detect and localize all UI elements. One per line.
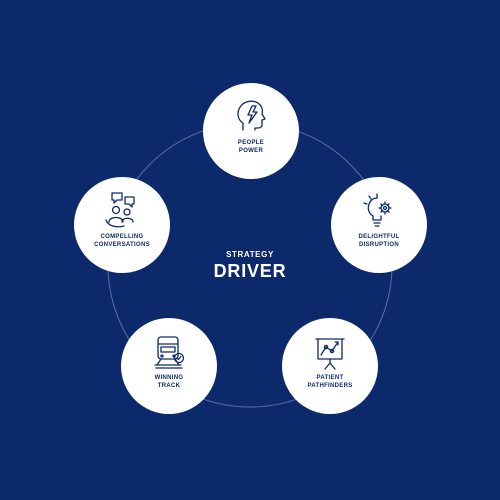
node-label: WINNING TRACK: [154, 375, 184, 389]
train-check-icon: [154, 336, 185, 369]
node-delightful-disruption[interactable]: DELIGHTFUL DISRUPTION: [331, 177, 427, 273]
node-label: DELIGHTFUL DISRUPTION: [358, 234, 400, 248]
head-lightning-icon: [237, 100, 266, 131]
node-compelling-conversations[interactable]: COMPELLING CONVERSATIONS: [74, 177, 170, 273]
node-patient-pathfinders[interactable]: PATIENT PATHFINDERS: [282, 318, 378, 414]
node-label: PATIENT PATHFINDERS: [307, 375, 353, 389]
center-subtitle: STRATEGY: [226, 250, 274, 259]
presentation-board-icon: [315, 338, 345, 370]
people-chat-icon: [105, 192, 135, 228]
node-label: COMPELLING CONVERSATIONS: [94, 234, 150, 248]
lightbulb-gear-icon: [363, 193, 392, 227]
node-winning-track[interactable]: WINNING TRACK: [121, 318, 217, 414]
center-title: DRIVER: [213, 261, 287, 281]
node-people-power[interactable]: PEOPLE POWER: [203, 83, 299, 179]
node-label: PEOPLE POWER: [237, 140, 265, 154]
